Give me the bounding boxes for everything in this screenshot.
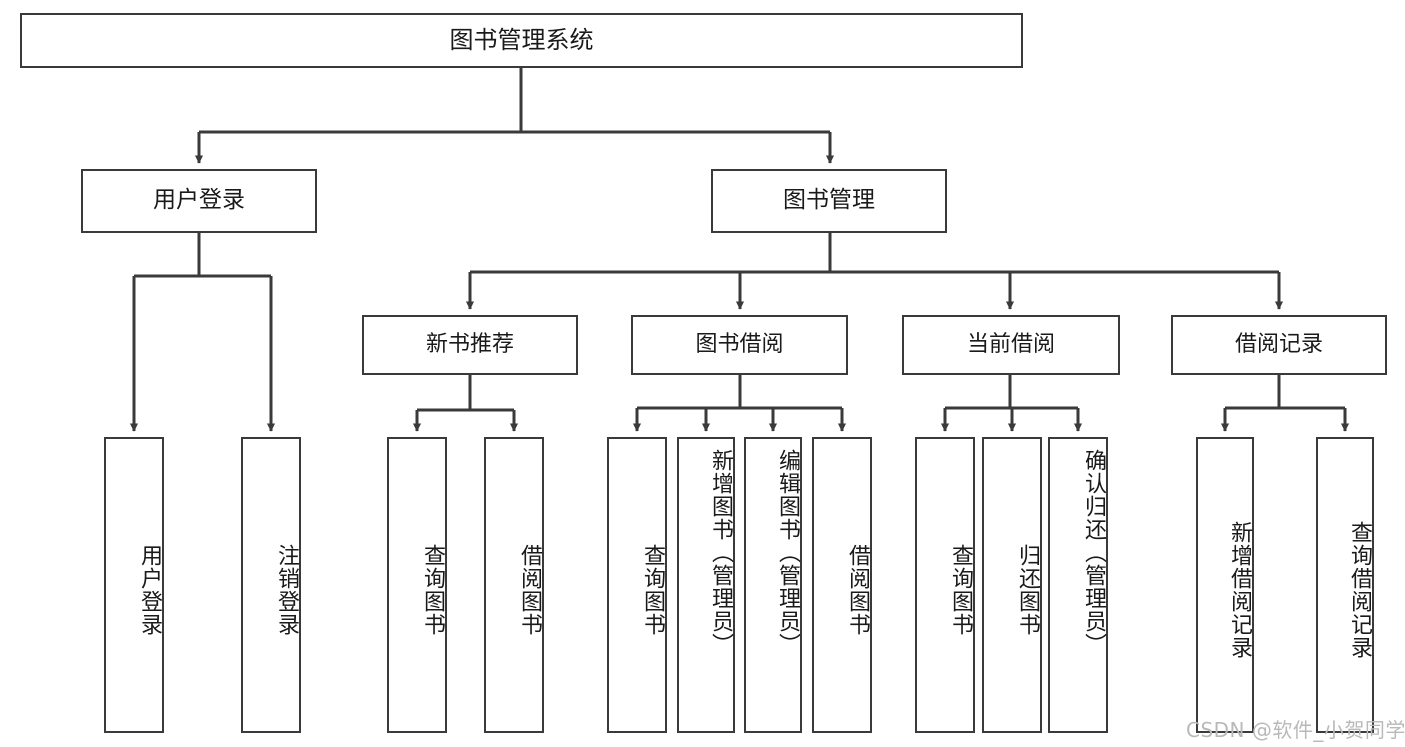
node-user-login[interactable]: 用户登录	[81, 169, 317, 233]
leaf-user-login[interactable]: 用户登录	[104, 437, 164, 733]
node-borrow-record[interactable]: 借阅记录	[1171, 315, 1387, 375]
leaf-logout[interactable]: 注销登录	[241, 437, 301, 733]
watermark-text: CSDN @软件_小贺同学	[1186, 718, 1405, 742]
leaf-edit-book-admin[interactable]: 编辑图书（管理员）	[744, 437, 802, 733]
leaf-query-book-recommend[interactable]: 查询图书	[387, 437, 447, 733]
leaf-query-book-borrow[interactable]: 查询图书	[607, 437, 667, 733]
leaf-query-book-current[interactable]: 查询图书	[915, 437, 975, 733]
leaf-query-borrow-record[interactable]: 查询借阅记录	[1316, 437, 1374, 733]
node-root-system[interactable]: 图书管理系统	[20, 13, 1023, 68]
leaf-return-book[interactable]: 归还图书	[982, 437, 1042, 733]
node-new-book-recommendation[interactable]: 新书推荐	[362, 315, 578, 375]
node-current-borrow[interactable]: 当前借阅	[902, 315, 1120, 375]
leaf-add-borrow-record[interactable]: 新增借阅记录	[1196, 437, 1254, 733]
leaf-confirm-return-admin[interactable]: 确认归还（管理员）	[1048, 437, 1108, 733]
leaf-borrow-book-recommend[interactable]: 借阅图书	[484, 437, 544, 733]
leaf-borrow-book[interactable]: 借阅图书	[812, 437, 872, 733]
node-book-borrow[interactable]: 图书借阅	[631, 315, 848, 375]
leaf-add-book-admin[interactable]: 新增图书（管理员）	[677, 437, 735, 733]
node-book-manage[interactable]: 图书管理	[711, 169, 947, 233]
